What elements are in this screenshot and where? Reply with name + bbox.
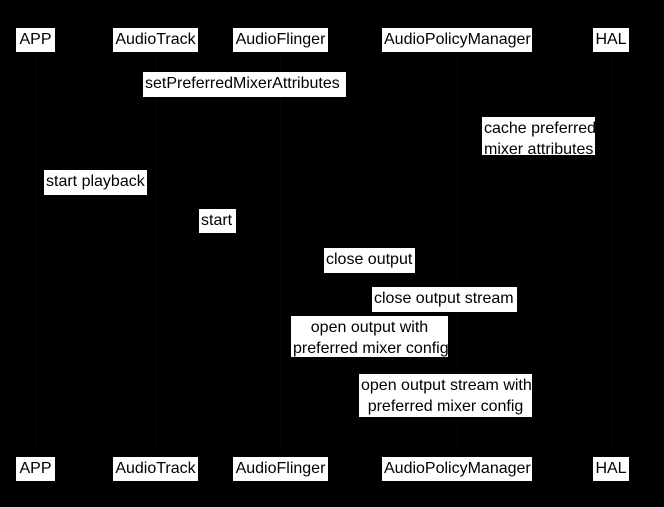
message-label-set-preferred-mixer-attributes: setPreferredMixerAttributes: [143, 72, 346, 97]
lifeline-1: [155, 52, 156, 453]
lifeline-3: [457, 52, 458, 453]
participant-bottom-audioflinger: AudioFlinger: [233, 457, 328, 481]
participant-top-audioflinger: AudioFlinger: [233, 28, 328, 52]
message-label-open-output-stream-with-preferred-mixer-config: open output stream with preferred mixer …: [359, 374, 532, 417]
participant-top-hal: HAL: [593, 28, 629, 52]
participant-top-audiotrack: AudioTrack: [113, 28, 198, 52]
participant-top-app: APP: [16, 28, 55, 52]
message-label-start-playback: start playback: [44, 170, 147, 195]
participant-bottom-audiopolicymanager: AudioPolicyManager: [382, 457, 532, 481]
participant-bottom-hal: HAL: [593, 457, 629, 481]
lifeline-2: [280, 52, 281, 453]
participant-bottom-app: APP: [16, 457, 55, 481]
participant-top-audiopolicymanager: AudioPolicyManager: [382, 28, 532, 52]
lifeline-0: [35, 52, 36, 453]
message-label-start: start: [199, 209, 236, 233]
message-label-open-output-with-preferred-mixer-config: open output with preferred mixer config: [291, 316, 449, 357]
message-label-cache-preferred-mixer-attributes: cache preferred mixer attributes: [482, 117, 596, 158]
message-label-close-output-stream: close output stream: [372, 287, 517, 312]
lifeline-4: [611, 52, 612, 453]
message-label-close-output: close output: [324, 248, 415, 273]
participant-bottom-audiotrack: AudioTrack: [113, 457, 198, 481]
